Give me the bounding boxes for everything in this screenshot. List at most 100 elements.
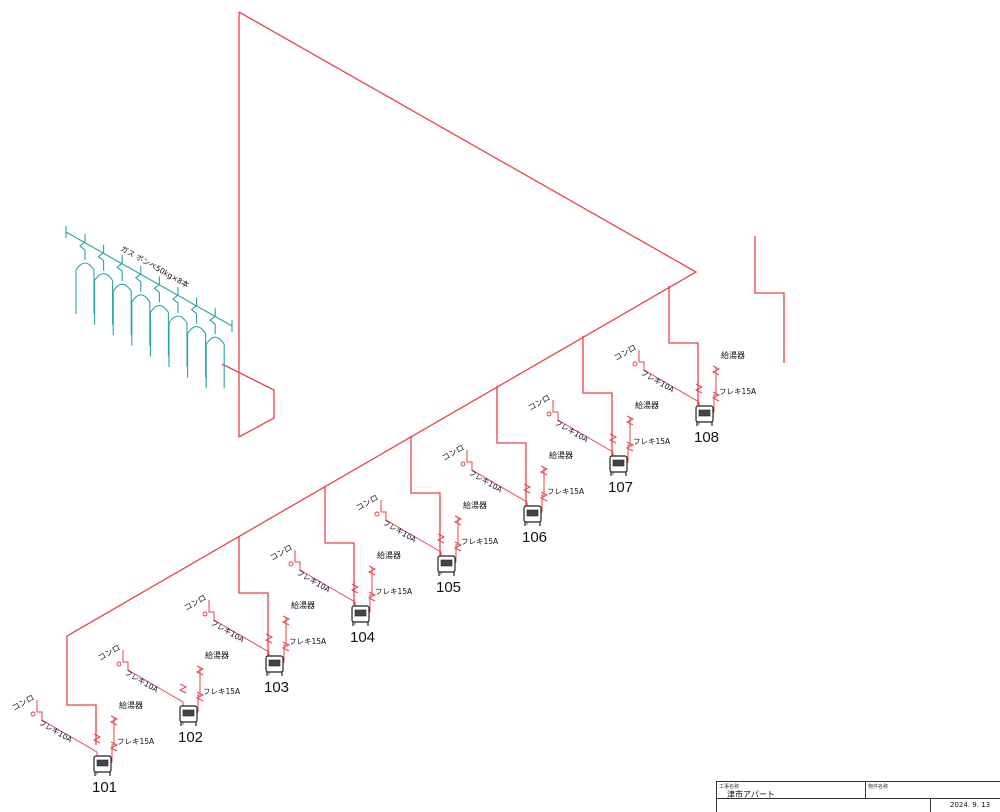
stove-label: コンロ	[269, 543, 294, 563]
flex-stove-label: フレキ10A	[381, 518, 418, 545]
gas-meter-icon	[265, 655, 284, 676]
flex-heater-label: フレキ15A	[375, 587, 413, 596]
flex-heater-label: フレキ15A	[203, 687, 241, 696]
unit-number: 102	[178, 729, 203, 746]
title-block: 工事名称 津市アパート 物件名称 2024. 9. 13	[716, 781, 1000, 812]
title-block-divider	[865, 782, 866, 798]
valve-icon	[178, 683, 188, 694]
valve-icon	[195, 691, 205, 702]
unit-number: 104	[350, 629, 375, 646]
valve-icon	[625, 441, 635, 452]
stove-label: コンロ	[11, 693, 36, 713]
flex-heater-label: フレキ15A	[461, 537, 499, 546]
stove-label: コンロ	[527, 393, 552, 413]
drawing-date: 2024. 9. 13	[950, 801, 991, 809]
heater-label: 給湯器	[291, 600, 315, 610]
gas-cylinder	[149, 276, 169, 357]
stove-connector-icon	[202, 611, 208, 617]
unit-number: 108	[694, 429, 719, 446]
gas-cylinder-bank	[65, 226, 233, 389]
valve-icon	[539, 491, 549, 502]
gas-cylinder	[187, 297, 207, 378]
unit-number: 101	[92, 779, 117, 796]
flex-heater-label: フレキ15A	[117, 737, 155, 746]
unit-number: 105	[436, 579, 461, 596]
project-name: 津市アパート	[727, 790, 775, 799]
flex-heater-label: フレキ15A	[719, 387, 757, 396]
stove-label: コンロ	[183, 593, 208, 613]
unit-number: 103	[264, 679, 289, 696]
flex-stove-label: フレキ10A	[123, 668, 160, 695]
heater-label: 給湯器	[205, 650, 229, 660]
gas-cylinder	[205, 308, 225, 389]
gas-cylinder	[112, 255, 132, 336]
gas-meter-icon	[351, 605, 370, 626]
heater-label: 給湯器	[463, 500, 487, 510]
stove-label: コンロ	[613, 343, 638, 363]
gas-cylinder	[131, 265, 151, 346]
gas-meter-icon	[523, 505, 542, 526]
valve-icon	[367, 565, 377, 576]
valve-icon	[522, 483, 532, 494]
stove-connector-icon	[30, 711, 36, 717]
gas-meter-icon	[179, 705, 198, 726]
valve-icon	[367, 591, 377, 602]
unit-number: 106	[522, 529, 547, 546]
flex-heater-label: フレキ15A	[633, 437, 671, 446]
valve-icon	[608, 433, 618, 444]
valve-icon	[281, 641, 291, 652]
gas-meter-icon	[609, 455, 628, 476]
gas-meter-icon	[93, 755, 112, 776]
flex-stove-label: フレキ10A	[467, 468, 504, 495]
heater-label: 給湯器	[549, 450, 573, 460]
valve-icon	[453, 541, 463, 552]
stove-connector-icon	[288, 561, 294, 567]
valve-icon	[92, 733, 102, 744]
stove-label: コンロ	[97, 643, 122, 663]
title-block-divider	[930, 798, 931, 812]
stove-connector-icon	[632, 361, 638, 367]
heater-label: 給湯器	[119, 700, 143, 710]
valve-icon	[711, 365, 721, 376]
valve-icon	[539, 465, 549, 476]
unit-number: 107	[608, 479, 633, 496]
flex-heater-label: フレキ15A	[289, 637, 327, 646]
valve-icon	[625, 415, 635, 426]
valve-icon	[109, 715, 119, 726]
unit-branches: コンロフレキ10A給湯器フレキ15A101コンロフレキ10A給湯器フレキ15A1…	[11, 236, 785, 796]
gas-meter-icon	[695, 405, 714, 426]
valve-icon	[694, 383, 704, 394]
valve-icon	[711, 391, 721, 402]
valve-icon	[195, 665, 205, 676]
heater-label: 給湯器	[377, 550, 401, 560]
flex-heater-label: フレキ15A	[547, 487, 585, 496]
valve-icon	[264, 633, 274, 644]
valve-icon	[453, 515, 463, 526]
stove-connector-icon	[374, 511, 380, 517]
project-name-label: 工事名称	[719, 784, 740, 790]
main-supply-pipe	[66, 11, 698, 655]
flex-stove-label: フレキ10A	[37, 718, 74, 745]
item-name-label: 物件名称	[868, 784, 889, 790]
stove-label: コンロ	[441, 443, 466, 463]
flex-stove-label: フレキ10A	[295, 568, 332, 595]
stove-label: コンロ	[355, 493, 380, 513]
stove-connector-icon	[546, 411, 552, 417]
valve-icon	[350, 583, 360, 594]
valve-icon	[109, 741, 119, 752]
stove-connector-icon	[116, 661, 122, 667]
flex-stove-label: フレキ10A	[553, 418, 590, 445]
heater-label: 給湯器	[635, 400, 659, 410]
title-block-divider	[717, 798, 1000, 799]
stove-connector-icon	[460, 461, 466, 467]
valve-icon	[436, 533, 446, 544]
flex-stove-label: フレキ10A	[209, 618, 246, 645]
flex-stove-label: フレキ10A	[639, 368, 676, 395]
gas-cylinder	[94, 244, 114, 325]
gas-meter-icon	[437, 555, 456, 576]
valve-icon	[281, 615, 291, 626]
gas-cylinder	[168, 287, 188, 367]
gas-cylinder	[75, 234, 95, 314]
